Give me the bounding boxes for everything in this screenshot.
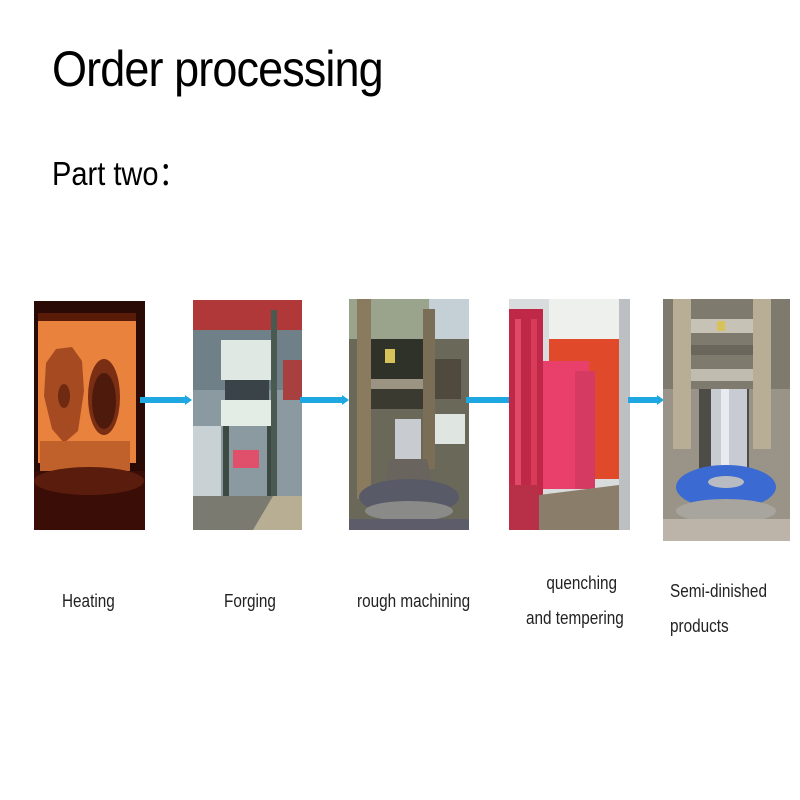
step-label-forging: Forging	[224, 591, 276, 611]
flow-arrow	[628, 395, 664, 405]
forging-photo	[193, 300, 302, 530]
step-label-rough-machining: rough machining	[357, 591, 471, 611]
quenching-tempering-photo	[509, 299, 630, 530]
rough-machining-photo	[349, 299, 469, 530]
flow-arrow	[466, 395, 510, 405]
step-label-quenching-tempering: quenching and tempering	[526, 573, 624, 628]
heating-photo	[34, 301, 145, 530]
step-label-heating: Heating	[62, 591, 115, 611]
flow-arrow	[140, 395, 192, 405]
step-label-semi-finished-products: Semi-dinished products	[670, 581, 767, 636]
flow-arrow	[300, 395, 349, 405]
slide-subtitle: Part two：	[52, 155, 188, 192]
semi-finished-products-photo	[663, 299, 790, 541]
slide-title: Order processing	[52, 41, 384, 97]
